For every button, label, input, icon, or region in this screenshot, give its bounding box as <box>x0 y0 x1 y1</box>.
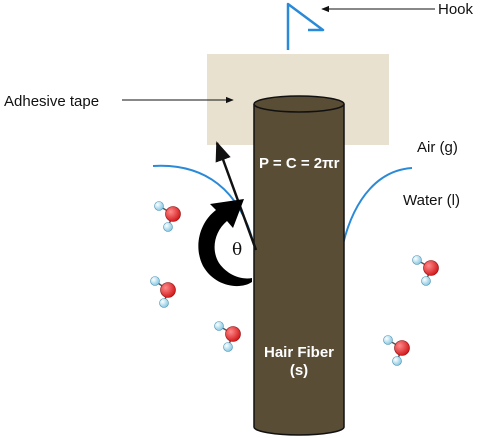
fiber-label-line2: (s) <box>290 362 308 379</box>
water-molecule <box>412 255 439 286</box>
hook-icon <box>286 2 325 50</box>
perimeter-formula: P = C = 2πr <box>259 155 340 172</box>
water-label: Water (l) <box>403 192 460 209</box>
angle-arc-arrow <box>198 199 252 287</box>
fiber-label-line1: Hair Fiber <box>264 344 334 361</box>
force-vector-arrow <box>215 141 258 251</box>
air-label: Air (g) <box>417 139 458 156</box>
water-molecule <box>214 321 241 352</box>
hair-fiber <box>253 95 345 436</box>
water-molecule <box>150 276 176 308</box>
angle-label: θ <box>232 240 242 260</box>
water-molecule <box>154 201 181 232</box>
water-molecule <box>383 335 410 366</box>
adhesive-tape-label: Adhesive tape <box>4 93 99 110</box>
meniscus-right <box>342 167 413 245</box>
hook-label: Hook <box>438 1 474 18</box>
